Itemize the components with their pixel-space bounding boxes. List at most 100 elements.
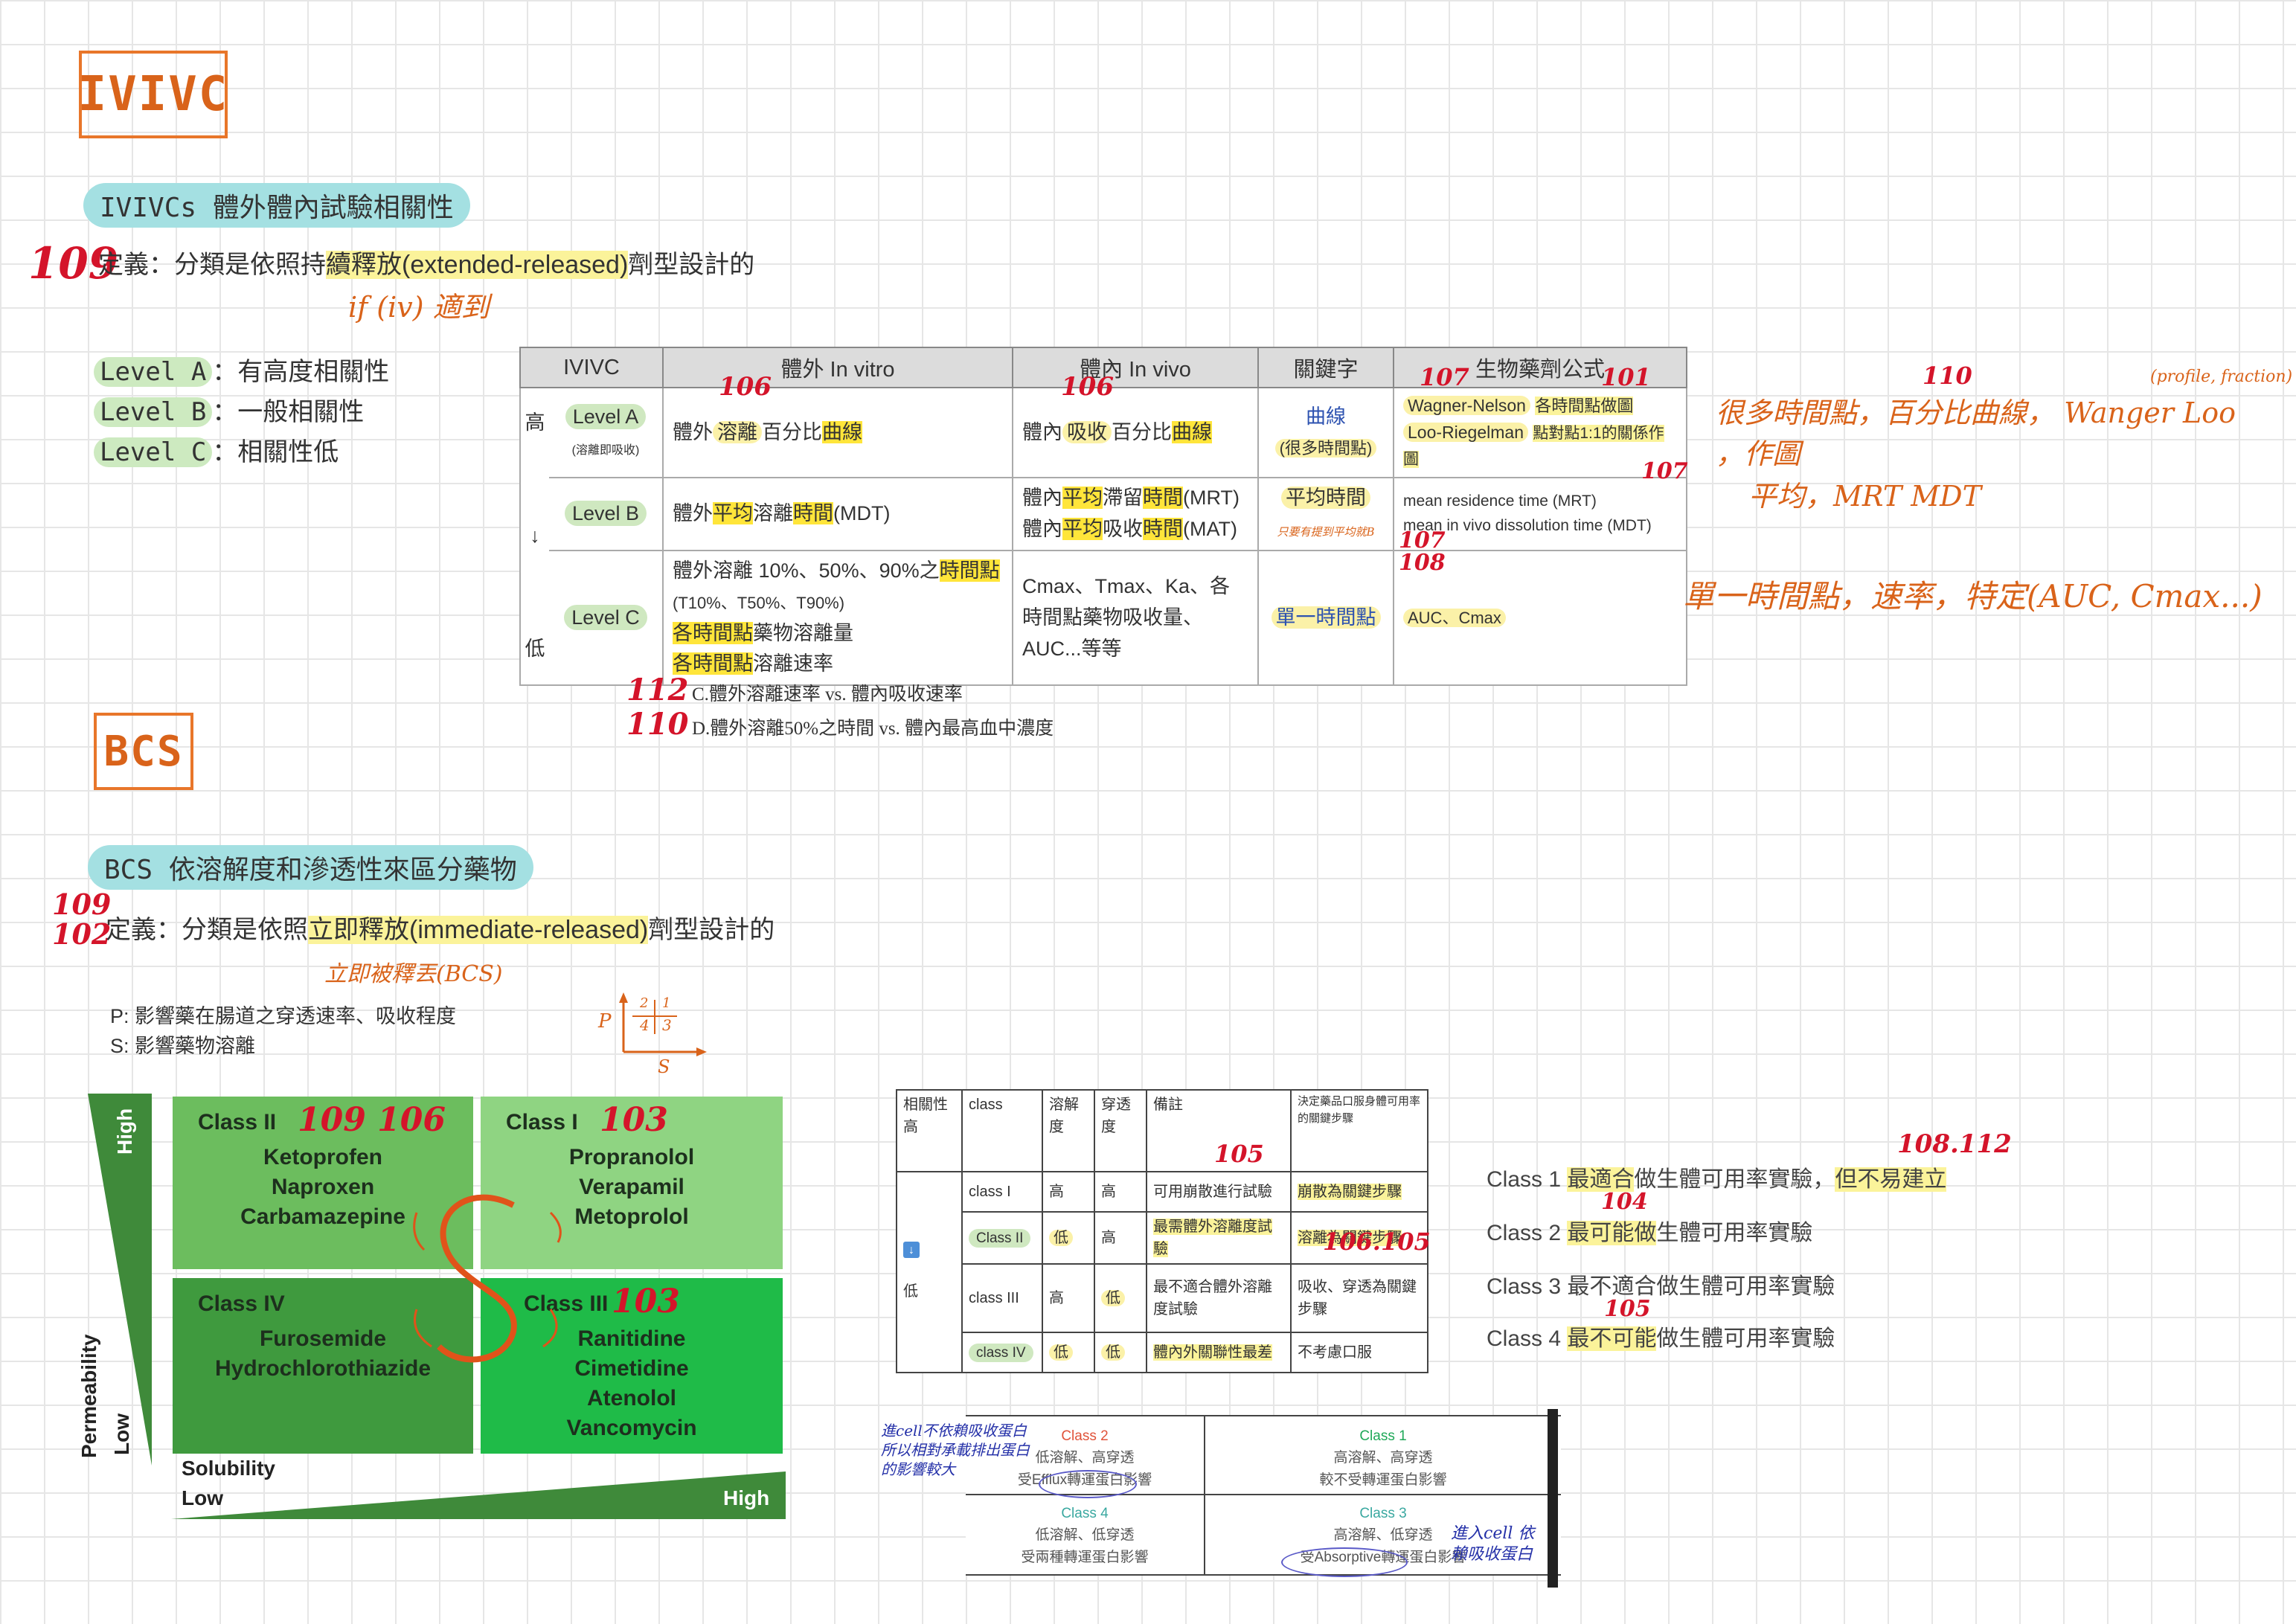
num-formula: 107: [1420, 363, 1469, 391]
side-note-row-b: 平均，MRT MDT: [1748, 480, 1981, 513]
bcs-def-nums: 109 102: [52, 888, 112, 951]
ct-h-note: 備註: [1146, 1089, 1292, 1172]
transporter-diagram: Class 2 低溶解、高穿透 受Efflux轉運蛋白影響 Class 1 高溶…: [966, 1415, 1561, 1577]
num-row-b: 107: [1641, 458, 1688, 484]
side-note-extra: (profile, fraction): [2150, 368, 2293, 386]
ct-row-1-class: class I: [961, 1171, 1043, 1213]
class-iii-box: Class III 103 Ranitidine Cimetidine Aten…: [481, 1278, 783, 1454]
ivivc-scale: 高 ↓ 低: [519, 386, 549, 687]
class-line-2-num: 104: [1601, 1189, 1648, 1215]
ct-row-3-class: class III: [961, 1263, 1043, 1333]
level-a-line: Level A：有高度相關性: [94, 351, 389, 388]
diagram-edge-bar: [1548, 1409, 1558, 1588]
perm-low-label: Low: [110, 1413, 133, 1455]
class-line-1: Class 1 最適合做生體可用率實驗，但不易建立: [1487, 1167, 1947, 1192]
ct-row-4-class: class IV: [961, 1332, 1043, 1373]
th-keyword: 關鍵字: [1257, 347, 1394, 388]
side-note-row-c: 單一時間點，速率，特定(AUC, Cmax...): [1683, 578, 2263, 614]
sol-label: Solubility: [182, 1457, 275, 1480]
ct-row-2-sol: 低: [1042, 1211, 1095, 1265]
ct-row-2-note: 最需體外溶離度試驗: [1146, 1211, 1292, 1265]
ps-mini-diagram: P S 2 1 4 3: [598, 985, 710, 1082]
bcs-title: BCS: [103, 727, 184, 776]
ivivc-definition: 定義：分類是依照持續釋放(extended-released)劑型設計的: [98, 251, 755, 279]
ct-row-1-note: 可用崩散進行試驗: [1146, 1171, 1292, 1213]
tr-note-right: 進入cell 依賴吸收蛋白: [1451, 1524, 1535, 1564]
bcs-s-line: S: 影響藥物溶離: [110, 1035, 256, 1057]
num-row-c: 107 108: [1399, 527, 1446, 576]
row-c-invivo: Cmax、Tmax、Ka、各時間點藥物吸收量、AUC...等等: [1012, 549, 1259, 687]
absorptive-circle: [1281, 1547, 1408, 1577]
row-b-invivo: 體內平均滯留時間(MRT) 體內平均吸收時間(MAT): [1012, 476, 1259, 551]
ivivc-handnote: if (iv) 適到: [348, 291, 490, 324]
row-b-formula: mean residence time (MRT)mean in vivo di…: [1393, 476, 1687, 551]
row-b-level: Level B: [549, 476, 664, 551]
row-b-invitro: 體外平均溶離時間(MDT): [662, 476, 1013, 551]
bcs-handnote: 立即被釋丟(BCS): [324, 961, 503, 987]
class-line-4-num: 105: [1604, 1296, 1651, 1322]
ivivc-table-wrap: IVIVC 體外 In vitro 體內 In vivo 關鍵字 生物藥劑公式 …: [519, 347, 1687, 687]
class-table: 相關性高 class 溶解度 穿透度 備註 決定藥品口服身體可用率的關鍵步驟 ↓…: [896, 1089, 1428, 1373]
bcs-title-box: BCS: [94, 713, 193, 790]
class-i-box: Class I 103 Propranolol Verapamil Metopr…: [481, 1097, 783, 1269]
ct-row-2-perm: 高: [1094, 1211, 1147, 1265]
question-2: 110 D.體外溶離50%之時間 vs. 體內最高血中濃度: [626, 707, 1054, 742]
sol-high-label: High: [723, 1486, 770, 1509]
row-a-keyword: 曲線(很多時間點): [1257, 387, 1394, 478]
ct-row-4-perm: 低: [1094, 1332, 1147, 1373]
row-a-invitro: 體外溶離百分比曲線: [662, 387, 1013, 478]
ct-row-2-step: 溶離為關鍵步驟: [1290, 1211, 1428, 1265]
ct-row-4-sol: 低: [1042, 1332, 1095, 1373]
ivivc-title-box: IVIVC: [77, 51, 229, 138]
ct-h-step: 決定藥品口服身體可用率的關鍵步驟: [1290, 1089, 1428, 1172]
row-a-level: Level A (溶離即吸收): [549, 387, 664, 478]
side-num-110: 110: [1923, 362, 1972, 390]
question-1: 112 C.體外溶離速率 vs. 體內吸收速率: [626, 673, 963, 707]
ct-row-3-sol: 高: [1042, 1263, 1095, 1333]
class-iii-num: 103: [612, 1283, 680, 1320]
ct-row-2-class: Class II: [961, 1211, 1043, 1265]
row-c-keyword: 單一時間點: [1257, 549, 1394, 687]
ct-row-4-step: 不考慮口服: [1290, 1332, 1428, 1373]
row-b-keyword: 平均時間只要有提到平均就B: [1257, 476, 1394, 551]
ct-num-step: 106.105: [1323, 1227, 1431, 1256]
perm-label: Permeability: [77, 1334, 100, 1458]
arrow-down-icon: ↓: [903, 1242, 920, 1258]
ct-h-class: class: [961, 1089, 1043, 1172]
ps-axes-icon: [619, 992, 707, 1056]
efflux-circle: [1039, 1470, 1137, 1498]
th-invitro: 體外 In vitro: [662, 347, 1013, 388]
tr-note-left: 進cell不依賴吸收蛋白 所以相對承載排出蛋白 的影響較大: [881, 1422, 1030, 1478]
ct-row-1-perm: 高: [1094, 1171, 1147, 1213]
th-invivo: 體內 In vivo: [1012, 347, 1259, 388]
sol-low-label: Low: [182, 1486, 223, 1509]
ct-row-3-note: 最不適合體外溶離度試驗: [1146, 1263, 1292, 1333]
ivivc-title: IVIVC: [77, 67, 229, 122]
class-ii-num: 109 106: [298, 1101, 446, 1139]
row-c-invitro: 體外溶離 10%、50%、90%之時間點 (T10%、T50%、T90%) 各時…: [662, 549, 1013, 687]
class-line-4: Class 4 最不可能做生體可用率實驗: [1487, 1326, 1835, 1351]
row-a-invivo: 體內吸收百分比曲線: [1012, 387, 1259, 478]
th-ivivc: IVIVC: [519, 347, 664, 388]
permeability-wedge: [88, 1094, 152, 1466]
class-table-wrap: 相關性高 class 溶解度 穿透度 備註 決定藥品口服身體可用率的關鍵步驟 ↓…: [896, 1089, 1428, 1373]
class-line-3: Class 3 最不適合做生體可用率實驗: [1487, 1274, 1835, 1299]
ct-row-1-sol: 高: [1042, 1171, 1095, 1213]
row-a-formula: Wagner-Nelson 各時間點做圖 Loo-Riegelman 點對點1:…: [1393, 387, 1687, 478]
ivivc-table: IVIVC 體外 In vitro 體內 In vivo 關鍵字 生物藥劑公式 …: [519, 347, 1687, 687]
ivivc-def-num: 109: [28, 238, 119, 289]
row-c-level: Level C: [549, 549, 664, 687]
ct-row-4-note: 體內外關聯性最差: [1146, 1332, 1292, 1373]
bcs-pill: BCS 依溶解度和滲透性來區分藥物: [88, 845, 533, 890]
row-c-formula: AUC、Cmax: [1393, 549, 1687, 687]
level-b-line: Level B：一般相關性: [94, 391, 364, 428]
ct-h-perm: 穿透度: [1094, 1089, 1147, 1172]
solubility-wedge: [171, 1471, 786, 1519]
num-formula2: 101: [1601, 363, 1651, 391]
ct-row-3-perm: 低: [1094, 1263, 1147, 1333]
ct-num-note: 105: [1214, 1140, 1264, 1168]
level-c-line: Level C：相關性低: [94, 431, 339, 468]
bcs-p-line: P: 影響藥在腸道之穿透速率、吸收程度: [110, 1005, 457, 1027]
class-line-2: Class 2 最可能做生體可用率實驗: [1487, 1221, 1813, 1245]
tr-class-4: Class 4 低溶解、低穿透 受兩種轉運蛋白影響: [1021, 1506, 1149, 1565]
